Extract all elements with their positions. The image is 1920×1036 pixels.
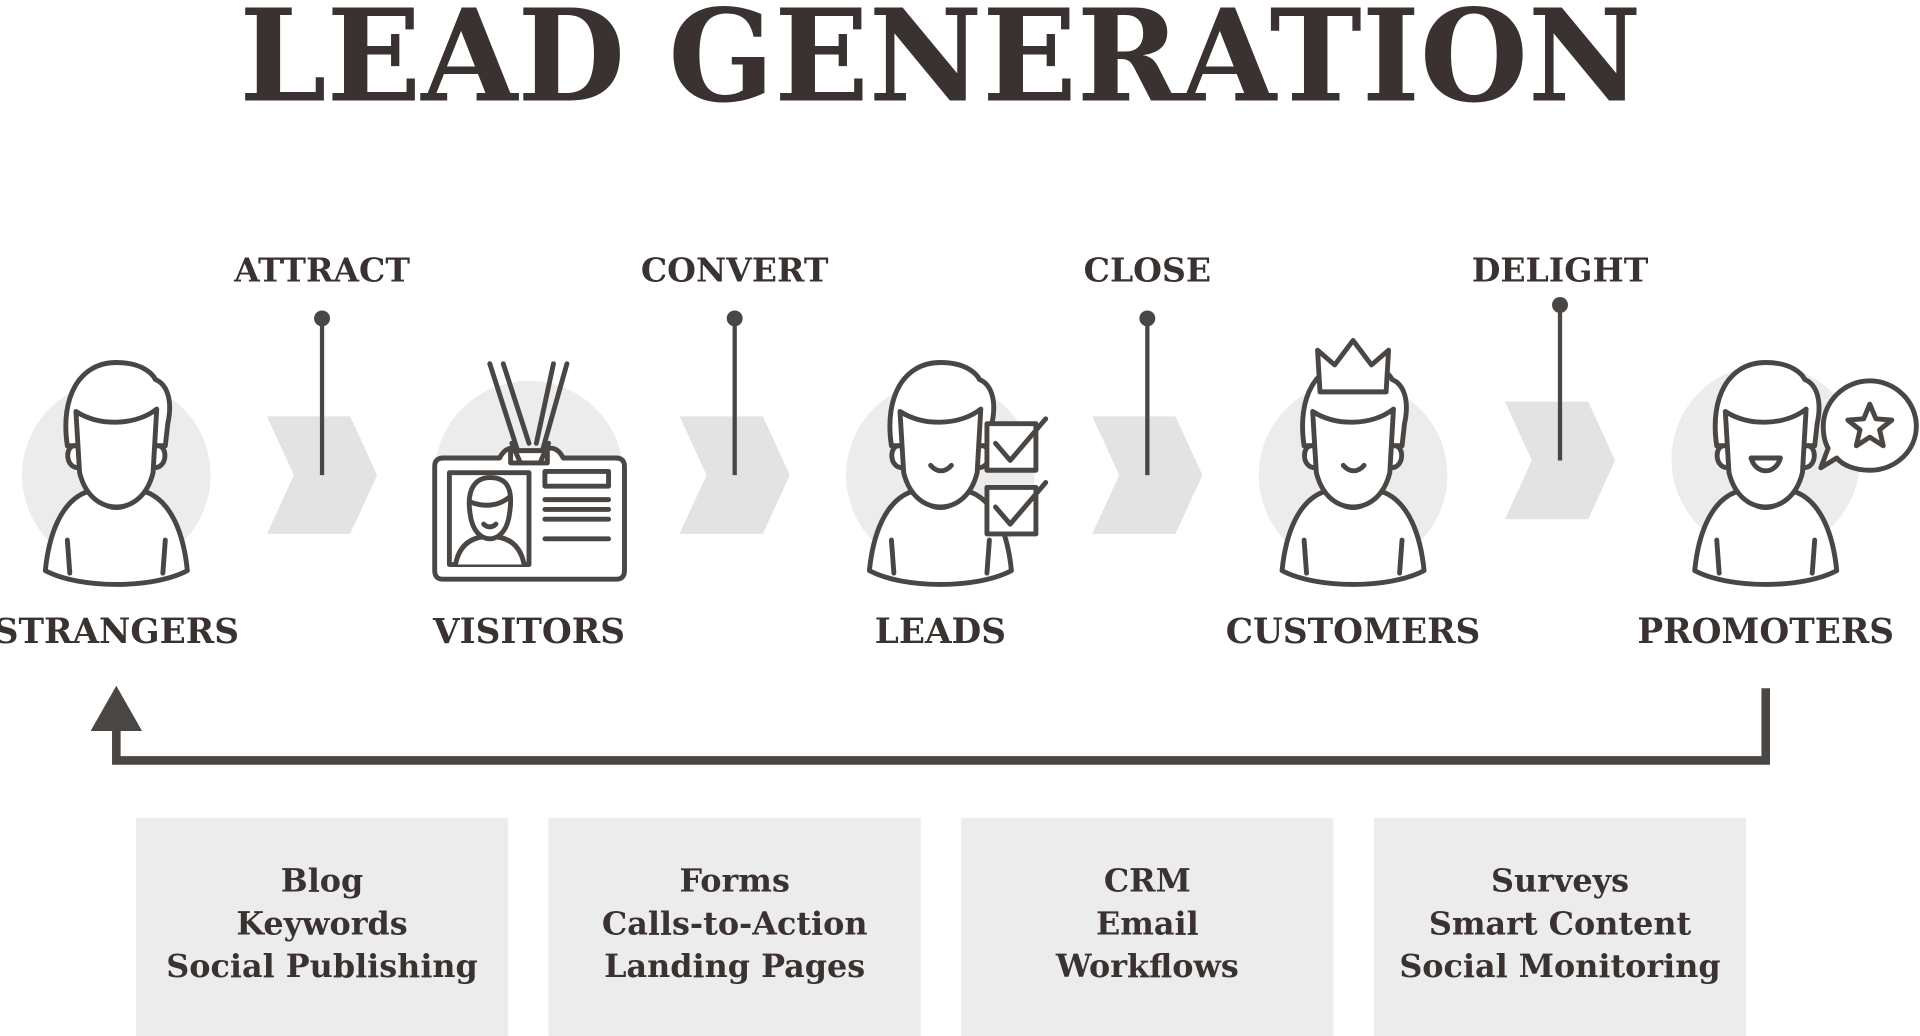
stage-label-visitors: VISITORS <box>432 612 625 652</box>
step-pin <box>726 310 743 476</box>
step-pin <box>314 310 330 476</box>
step-label-close: CLOSE <box>1084 251 1211 290</box>
tool-item: Social Publishing <box>166 947 478 985</box>
tool-item: Calls-to-Action <box>602 904 868 942</box>
step-label-delight: DELIGHT <box>1472 251 1649 290</box>
checkbox-icon <box>984 416 1049 537</box>
tool-item: Workflows <box>1055 947 1239 985</box>
tools-box-convert: Forms Calls-to-Action Landing Pages <box>548 818 921 1036</box>
id-badge-icon <box>432 361 627 582</box>
tool-item: CRM <box>1104 861 1191 899</box>
tool-item: Surveys <box>1491 861 1629 899</box>
step-pin <box>1552 296 1568 461</box>
step-chevron <box>266 416 378 534</box>
speech-bubble-star-icon <box>1818 378 1919 473</box>
tools-box-delight: Surveys Smart Content Social Monitoring <box>1373 818 1747 1036</box>
promoter-person-icon <box>1695 362 1837 584</box>
tool-item: Email <box>1096 904 1199 942</box>
crown-icon <box>1315 338 1392 395</box>
stage-label-customers: CUSTOMERS <box>1226 612 1481 652</box>
tool-item: Forms <box>679 861 789 899</box>
step-chevron <box>1092 416 1203 534</box>
lead-person-icon <box>869 362 1011 584</box>
tool-item: Landing Pages <box>604 947 865 985</box>
step-chevron <box>679 416 790 534</box>
stage-label-leads: LEADS <box>875 612 1006 652</box>
stage-label-strangers: STRANGERS <box>0 612 239 652</box>
tool-item: Smart Content <box>1429 904 1692 942</box>
stage-label-promoters: PROMOTERS <box>1637 612 1894 652</box>
tool-item: Keywords <box>236 904 407 942</box>
step-pin <box>1139 310 1156 476</box>
tools-box-attract: Blog Keywords Social Publishing <box>135 818 509 1036</box>
feedback-loop-arrow <box>90 685 1770 765</box>
tool-item: Social Monitoring <box>1399 947 1720 985</box>
page-title: LEAD GENERATION <box>239 0 1641 131</box>
tools-box-close: CRM Email Workflows <box>961 818 1334 1036</box>
step-label-convert: CONVERT <box>641 251 829 290</box>
customer-person-icon <box>1282 362 1424 584</box>
tool-item: Blog <box>281 861 363 899</box>
step-label-attract: ATTRACT <box>233 251 410 290</box>
